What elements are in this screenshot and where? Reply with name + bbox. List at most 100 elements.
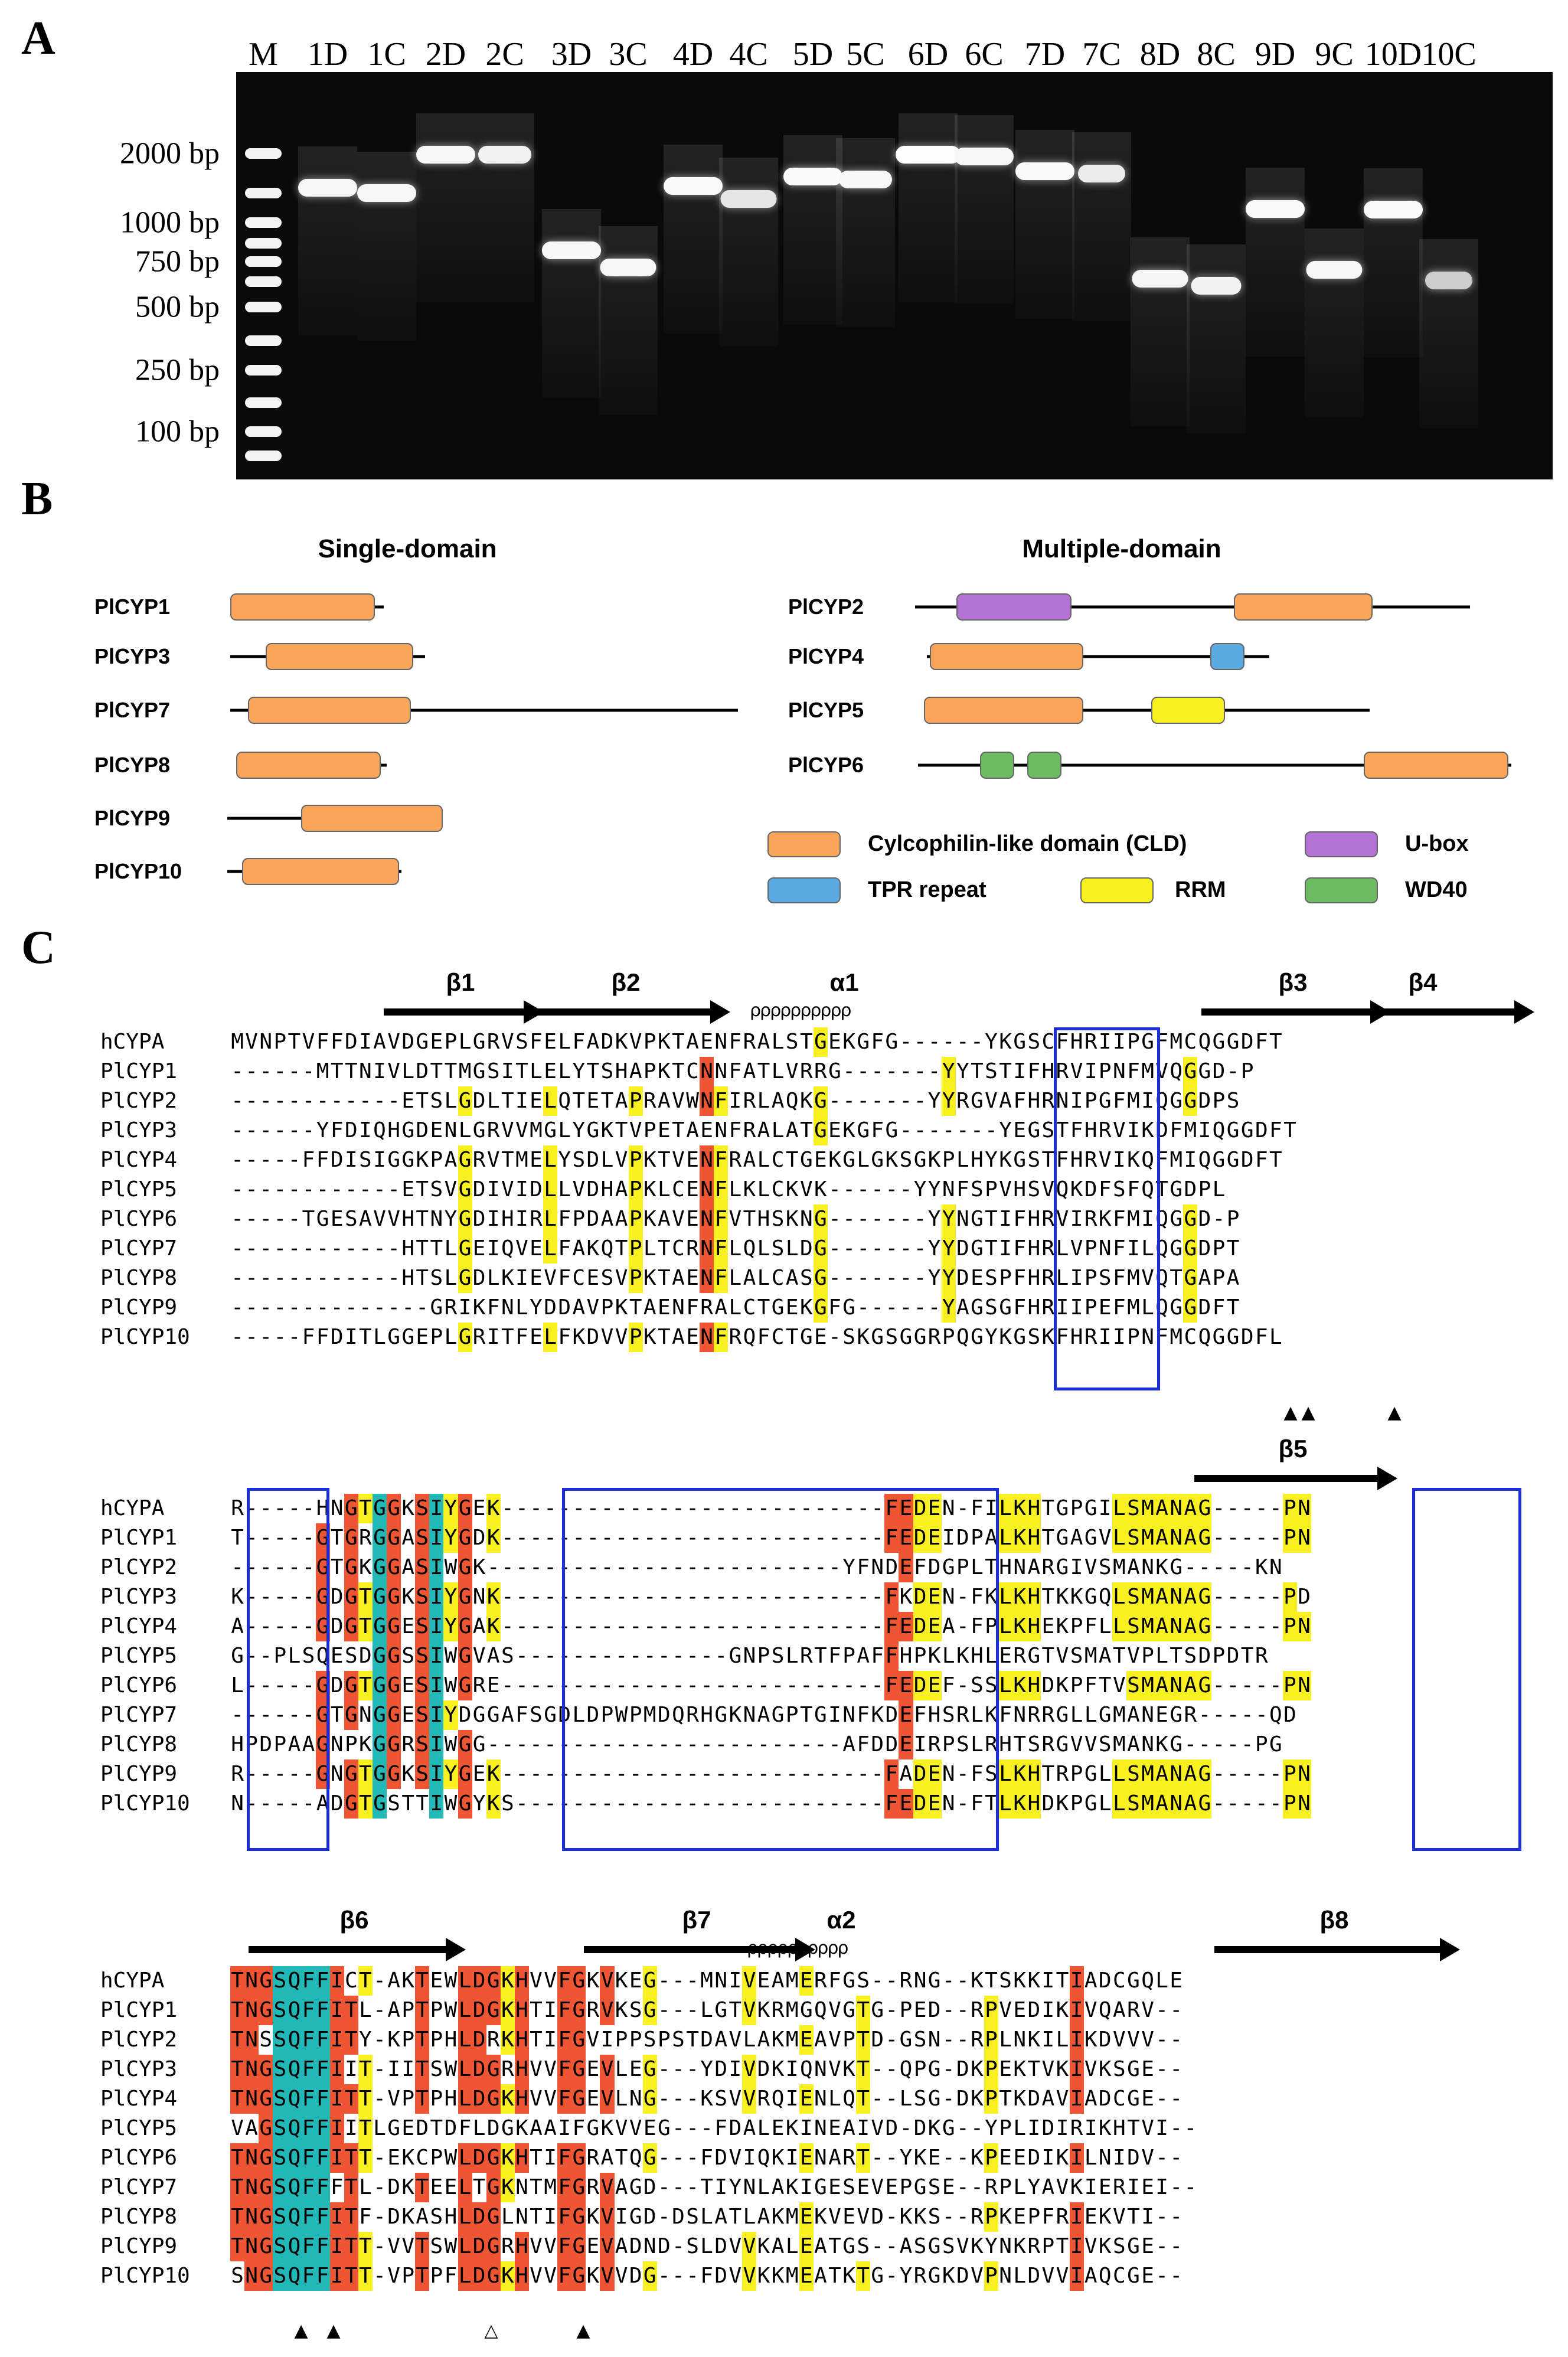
- lane-smear: [955, 115, 1014, 304]
- dna-band: [1246, 200, 1305, 218]
- sequence-residues: ------YFDIQHGDENLGRVVMGLYGKTVPETAENFRALA…: [230, 1116, 1297, 1145]
- insertion-box: [562, 1488, 999, 1851]
- secondary-structure-label: β5: [1278, 1435, 1308, 1462]
- sequence-residues: ------------ETSLGDLTIELQTETAPRAVWNFIRLAQ…: [230, 1086, 1240, 1116]
- domain-cld: [230, 593, 375, 621]
- legend-label-cld: Cylcophilin-like domain (CLD): [868, 831, 1187, 856]
- sequence-residues: VAGSQFFIITLGEDTDFLDGKAAIFGKVVEG---FDALEK…: [230, 2114, 1197, 2143]
- lane-smear: [783, 135, 842, 324]
- gene-label-plcyp7: PlCYP7: [94, 698, 171, 722]
- sequence-name: PlCYP5: [100, 1177, 178, 1202]
- legend-swatch-ubox: [1305, 831, 1378, 857]
- lane-label-7C: 7C: [1082, 36, 1121, 73]
- lane-smear: [1187, 244, 1246, 433]
- marker-label: 100 bp: [135, 414, 220, 449]
- sequence-residues: TNGSQFFITL-APTPWLDGKHTIFGRVKSG---LGTVKRM…: [230, 1996, 1183, 2025]
- lane-label-3D: 3D: [551, 36, 592, 73]
- sequence-residues: MVNPTVFFDIAVDGEPLGRVSFELFADKVPKTAENFRALS…: [230, 1027, 1283, 1057]
- sequence-name: PlCYP7: [100, 1236, 178, 1261]
- dna-band: [1078, 165, 1125, 182]
- lane-label-10C: 10C: [1421, 36, 1476, 73]
- ladder-band: [245, 148, 282, 159]
- dna-band: [839, 171, 892, 188]
- secondary-structure-label: β3: [1278, 968, 1308, 996]
- sequence-name: PlCYP3: [100, 1118, 178, 1142]
- lane-label-10D: 10D: [1364, 36, 1422, 73]
- sequence-residues: TNGSQFFITT-VPTPHLDGKHVVFGEVLNG---KSVVRQI…: [230, 2084, 1183, 2114]
- sequence-residues: A-----GDGTGGESIYGAK---------------------…: [230, 1612, 1312, 1641]
- sequence-name: PlCYP4: [100, 1148, 178, 1172]
- alignment-row: PlCYP1------MTTNIVLDTTMGSITLELYTSHAPKTCN…: [0, 1057, 1568, 1086]
- sequence-residues: ------------ETSVGDIVIDLLVDHAPKLCENFLKLCK…: [230, 1175, 1226, 1204]
- ladder-band: [245, 188, 282, 198]
- beta-strand-arrow: [1317, 1000, 1535, 1024]
- dna-band: [720, 190, 777, 208]
- sequence-name: PlCYP8: [100, 1732, 178, 1757]
- alignment-row: PlCYP5 G--PLSQESDGGSSIWGVAS--------------…: [0, 1641, 1568, 1671]
- ladder-band: [245, 450, 282, 461]
- alignment-row: PlCYP4-----FFDISIGGKPAGRVTMELYSDLVPKTVEN…: [0, 1145, 1568, 1175]
- sequence-name: PlCYP2: [100, 2028, 178, 2052]
- dna-band: [896, 146, 961, 164]
- beta-strand-arrow: [249, 1938, 466, 1961]
- sequence-name: PlCYP5: [100, 1644, 178, 1668]
- ladder-band: [245, 426, 282, 437]
- panel-c-letter: C: [21, 922, 55, 974]
- lane-smear: [357, 152, 416, 341]
- lane-smear: [1419, 239, 1478, 428]
- domain-cld: [236, 752, 381, 779]
- dna-band: [357, 184, 416, 202]
- sequence-name: PlCYP3: [100, 2057, 178, 2081]
- dna-band: [1132, 270, 1188, 288]
- key-residue-marker: ▲: [576, 2320, 590, 2341]
- sequence-name: PlCYP2: [100, 1555, 178, 1579]
- legend-swatch-wd40: [1305, 877, 1378, 903]
- sequence-name: PlCYP6: [100, 2146, 178, 2170]
- sequence-residues: TNGSQFFICT-AKTEWLDGKHVVFGKVKEG---MNIVEAM…: [230, 1966, 1183, 1996]
- sequence-residues: G--PLSQESDGGSSIWGVAS---------------GNPSL…: [230, 1641, 1269, 1671]
- lane-label-7D: 7D: [1024, 36, 1066, 73]
- sequence-residues: TNGSQFFITT-EKCPWLDGKHTIFGRATQG---FDVIQKI…: [230, 2143, 1183, 2173]
- dna-band: [783, 168, 842, 185]
- sequence-name: PlCYP10: [100, 1325, 190, 1349]
- dna-band: [478, 146, 531, 164]
- lane-label-1C: 1C: [367, 36, 406, 73]
- lane-smear: [664, 145, 723, 334]
- alignment-row: PlCYP2------------ETSLGDLTIELQTETAPRAVWN…: [0, 1086, 1568, 1116]
- sequence-name: PlCYP7: [100, 2175, 178, 2199]
- lane-label-1D: 1D: [307, 36, 348, 73]
- lane-smear: [599, 226, 658, 415]
- lane-label-3C: 3C: [609, 36, 648, 73]
- sequence-name: PlCYP10: [100, 1791, 190, 1816]
- sequence-name: PlCYP9: [100, 2234, 178, 2258]
- dna-band: [1015, 162, 1074, 180]
- insertion-box: [247, 1488, 329, 1851]
- dna-band: [416, 146, 475, 164]
- gene-label-plcyp9: PlCYP9: [94, 806, 171, 830]
- lane-label-5C: 5C: [846, 36, 885, 73]
- ladder-band: [245, 302, 282, 312]
- lane-smear: [1015, 130, 1074, 319]
- ladder-band: [245, 365, 282, 376]
- marker-label: 750 bp: [135, 244, 220, 279]
- alignment-row: PlCYP6-----TGESAVVHTNYGDIHIRLFPDAAPKAVEN…: [0, 1204, 1568, 1234]
- domain-cld: [248, 697, 411, 724]
- gene-label-plcyp1: PlCYP1: [94, 595, 171, 619]
- alignment-row: PlCYP10-----FFDITLGGEPLGRITFELFKDVVPKTAE…: [0, 1323, 1568, 1352]
- lane-label-4C: 4C: [729, 36, 768, 73]
- sequence-residues: ------GTGKGGASIWGK----------------------…: [230, 1553, 1283, 1582]
- alignment-row: PlCYP7------GTGNGGESIYDGGAFSGDLDPWPMDQRH…: [0, 1700, 1568, 1730]
- sequence-name: PlCYP4: [100, 2087, 178, 2111]
- ladder-band: [245, 335, 282, 346]
- marker-label: 2000 bp: [120, 136, 220, 171]
- lane-label-8D: 8D: [1139, 36, 1181, 73]
- domain-wd40: [1027, 752, 1061, 779]
